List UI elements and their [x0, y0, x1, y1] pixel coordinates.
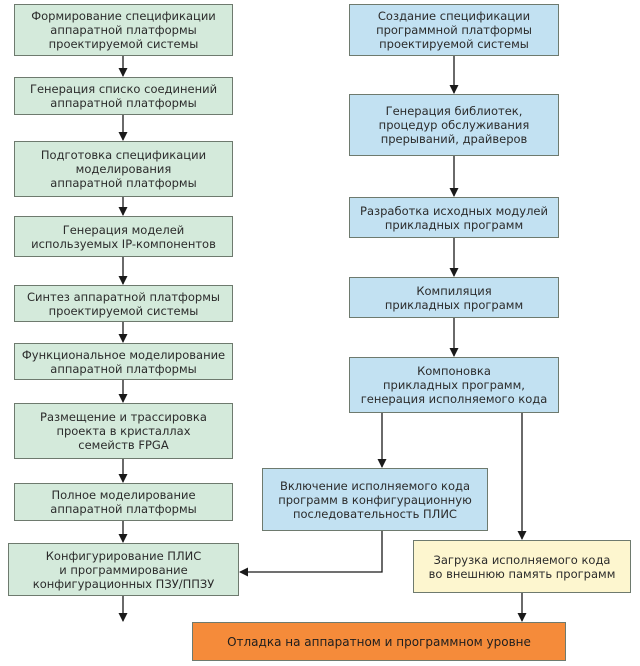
- sw-step-compile: Компиляция прикладных программ: [349, 277, 559, 318]
- hw-step-func-sim: Функциональное моделирование аппаратной …: [14, 343, 233, 380]
- sw-step-link: Компоновка прикладных программ, генераци…: [349, 357, 559, 413]
- sw-step-libraries: Генерация библиотек, процедур обслуживан…: [349, 94, 559, 156]
- load-code-box: Загрузка исполняемого кода во внешнюю па…: [413, 540, 631, 593]
- hw-step-configure: Конфигурирование ПЛИС и программирование…: [8, 543, 239, 596]
- hw-step-ip-models: Генерация моделей используемых IP-компон…: [14, 216, 233, 257]
- hw-step-synthesis: Синтез аппаратной платформы проектируемо…: [14, 285, 233, 322]
- include-code-box: Включение исполняемого кода программ в к…: [262, 468, 488, 531]
- sw-step-spec: Создание спецификации программной платфо…: [349, 4, 559, 56]
- hw-step-netlist: Генерация списко соединений аппаратной п…: [14, 77, 233, 115]
- hw-step-place-route: Размещение и трассировка проекта в крист…: [14, 403, 233, 459]
- sw-step-source-modules: Разработка исходных модулей прикладных п…: [349, 197, 559, 238]
- hw-step-full-sim: Полное моделирование аппаратной платформ…: [14, 483, 233, 521]
- arrow-include-config: [239, 531, 383, 577]
- hw-step-sim-spec: Подготовка спецификации моделирования ап…: [14, 141, 233, 197]
- hw-step-spec: Формирование спецификации аппаратной пла…: [14, 4, 233, 56]
- debug-box: Отладка на аппаратном и программном уров…: [192, 622, 566, 661]
